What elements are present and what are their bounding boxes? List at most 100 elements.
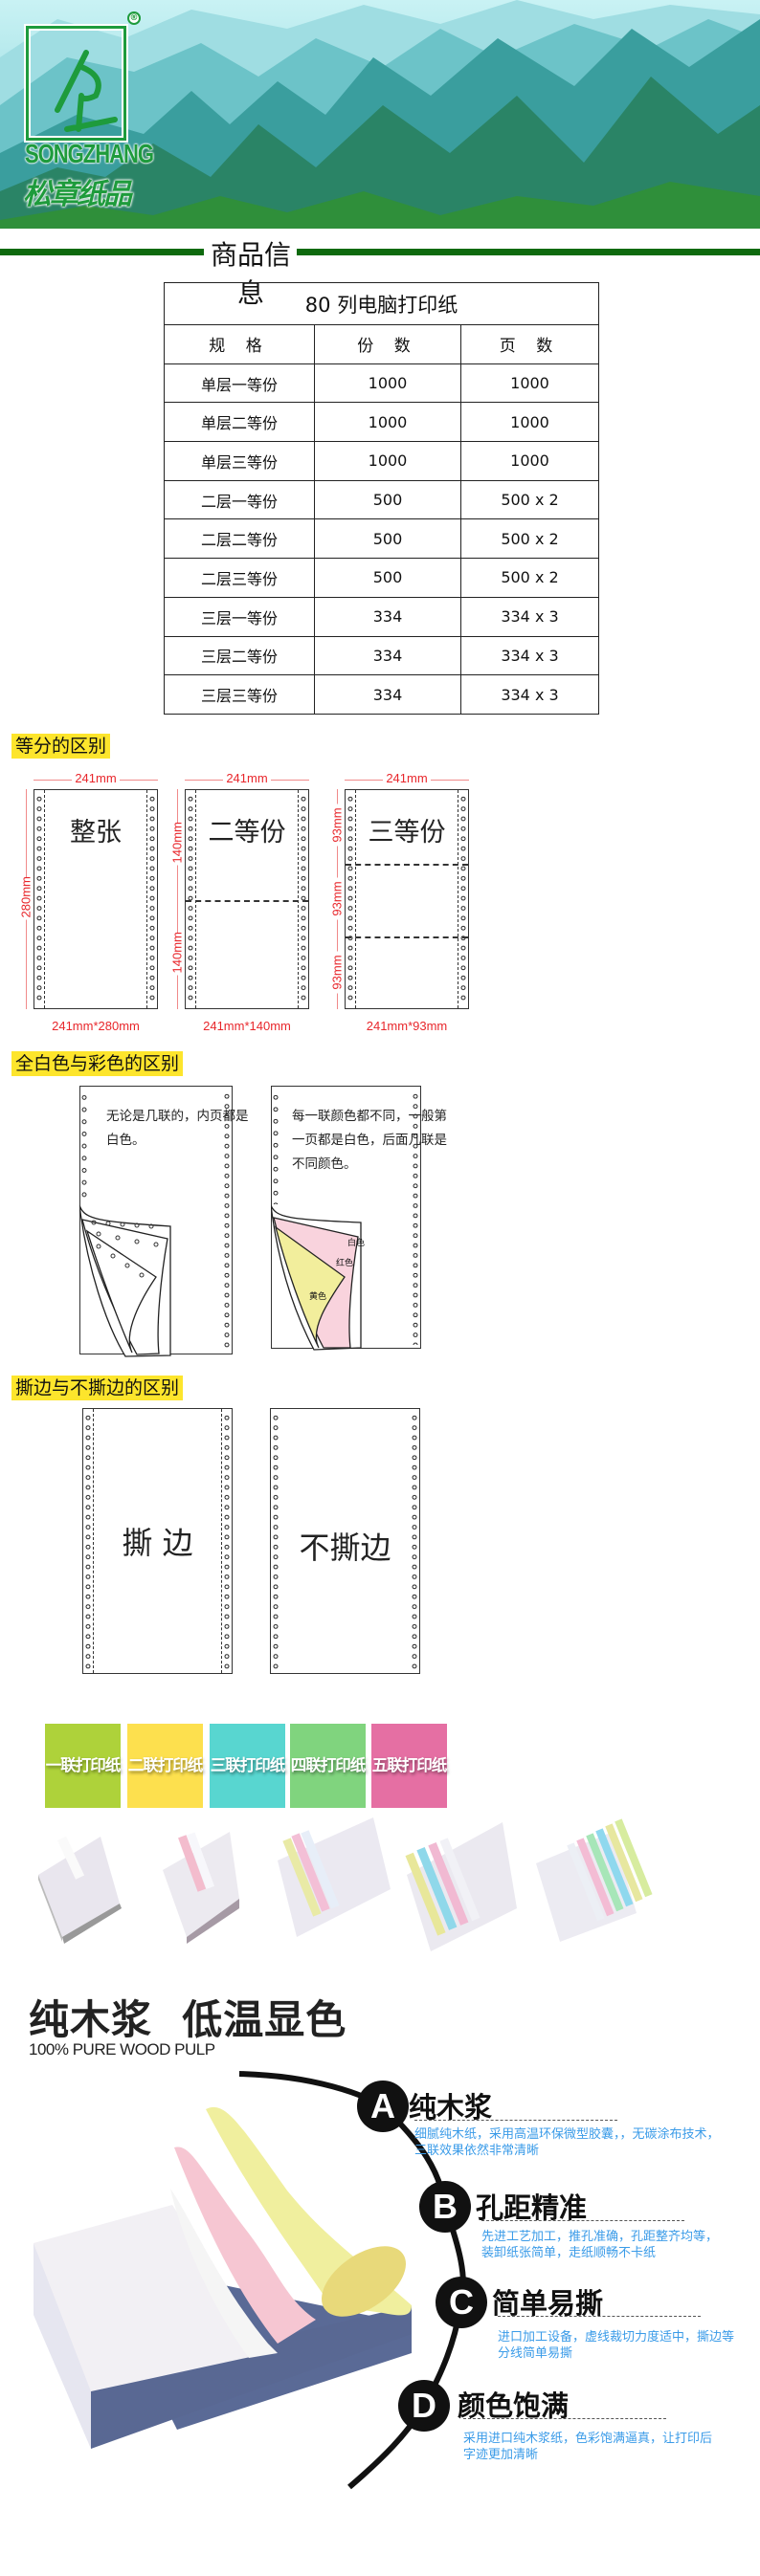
section-label-division: 等分的区别 <box>11 734 111 759</box>
feature-divider <box>481 2220 684 2221</box>
feature-badge-b: B <box>419 2181 471 2233</box>
untorn-edge-caption: 不撕边 <box>299 1530 391 1566</box>
cell-copies: 500 <box>314 479 461 520</box>
table-title: 80 列电脑打印纸 <box>164 282 599 325</box>
product-photo-and-arc <box>34 2071 466 2490</box>
section-label-color: 全白色与彩色的区别 <box>11 1051 184 1076</box>
note-line: 每一联颜色都不同，一般第 <box>292 1109 447 1124</box>
sheet-caption: 整张 <box>70 818 122 848</box>
cell-pages: 500 x 2 <box>460 558 599 598</box>
width-dimension-label: 241mm <box>223 771 271 785</box>
torn-edge-sheet: 撕 边 <box>82 1408 233 1674</box>
height-dimension-label: 140mm <box>169 931 185 975</box>
cell-pages: 334 x 3 <box>460 635 599 676</box>
untorn-edge-sheet: 不撕边 <box>270 1408 420 1674</box>
ply-type-tile: 四联打印纸 <box>290 1724 366 1808</box>
brand-name-cn: 松章纸品 <box>23 178 132 211</box>
feature-title: 纯木浆 <box>409 2091 493 2124</box>
cell-copies: 500 <box>314 518 461 560</box>
feature-description: 装卸纸张简单，走纸顺畅不卡纸 <box>481 2246 657 2260</box>
colored-paper-diagram: 每一联颜色都不同，一般第 一页都是白色，后面几联是 不同颜色。 白色 红色 黄色 <box>271 1086 447 1351</box>
ply-type-tile: 一联打印纸 <box>45 1724 121 1808</box>
cell-spec: 单层一等份 <box>164 363 315 404</box>
feature-title: 简单易撕 <box>492 2287 604 2320</box>
registered-mark: ® <box>127 11 141 25</box>
brand-name-en: SONGZHANG <box>25 138 154 168</box>
divider-left <box>0 249 204 255</box>
cell-copies: 334 <box>314 674 461 715</box>
cell-spec: 三层二等份 <box>164 635 315 676</box>
note-line: 白色。 <box>106 1133 145 1148</box>
size-label: 241mm*93mm <box>366 1019 448 1033</box>
cell-pages: 334 x 3 <box>460 674 599 715</box>
feature-divider <box>414 2120 617 2121</box>
feature-title: 孔距精准 <box>476 2191 588 2224</box>
cell-pages: 1000 <box>460 402 599 443</box>
perforation-line <box>186 900 308 902</box>
feature-description: 三联效果依然非常清晰 <box>414 2144 540 2158</box>
cell-spec: 二层一等份 <box>164 479 315 520</box>
column-header-pages: 页 数 <box>460 324 599 364</box>
feature-badge-d: D <box>398 2380 450 2432</box>
column-header-spec: 规 格 <box>164 324 315 364</box>
ply-product-photos <box>34 1817 723 1961</box>
height-dimension-label: 93mm <box>329 951 345 994</box>
width-dimension-label: 241mm <box>383 771 431 785</box>
note-line: 无论是几联的，内页都是 <box>106 1109 249 1124</box>
cell-spec: 单层三等份 <box>164 441 315 481</box>
cell-spec: 二层三等份 <box>164 558 315 598</box>
cell-copies: 500 <box>314 558 461 598</box>
feature-badge-a: A <box>357 2081 409 2132</box>
divider-right <box>297 249 760 255</box>
feature-description: 字迹更加清晰 <box>463 2448 539 2462</box>
cell-pages: 500 x 2 <box>460 479 599 520</box>
sheet-caption: 三等份 <box>368 818 446 848</box>
cell-copies: 1000 <box>314 441 461 481</box>
cell-spec: 三层一等份 <box>164 596 315 637</box>
perforation-line <box>346 863 468 866</box>
note-line: 不同颜色。 <box>292 1156 357 1172</box>
white-paper-note: 无论是几联的，内页都是 白色。 <box>106 1105 249 1153</box>
column-header-copies: 份 数 <box>314 324 461 364</box>
feature-description: 先进工艺加工，推孔准确，孔距整齐均等， <box>481 2230 719 2244</box>
cell-pages: 1000 <box>460 363 599 404</box>
white-paper-diagram: 无论是几联的，内页都是 白色。 <box>79 1086 249 1357</box>
height-dimension-label: 93mm <box>329 804 345 847</box>
division-sheet: 三等份 <box>345 789 469 1009</box>
layer-label-yellow: 黄色 <box>309 1292 327 1302</box>
height-dimension-line <box>177 789 178 1009</box>
height-dimension-label: 93mm <box>329 877 345 920</box>
ply-photos-illustration <box>38 1817 653 1951</box>
mountain-landscape-image <box>0 0 760 229</box>
curled-colored-pages-illustration <box>271 1204 362 1351</box>
cell-spec: 三层三等份 <box>164 674 315 715</box>
ply-type-tile: 五联打印纸 <box>371 1724 447 1808</box>
cell-copies: 1000 <box>314 402 461 443</box>
division-sheet: 整张 <box>34 789 158 1009</box>
size-label: 241mm*280mm <box>52 1019 140 1033</box>
size-label: 241mm*140mm <box>203 1019 291 1033</box>
feature-description: 分线简单易撕 <box>498 2346 573 2361</box>
colored-paper-note: 每一联颜色都不同，一般第 一页都是白色，后面几联是 不同颜色。 <box>292 1105 447 1177</box>
feature-divider <box>463 2418 666 2419</box>
height-dimension-label: 140mm <box>169 821 185 865</box>
feature-divider <box>498 2316 701 2317</box>
feature-title: 颜色饱满 <box>458 2389 570 2422</box>
logo-calligraphy-icon <box>55 50 118 132</box>
layer-label-white: 白色 <box>347 1239 366 1248</box>
cell-pages: 500 x 2 <box>460 518 599 560</box>
section-label-edge: 撕边与不撕边的区别 <box>11 1376 184 1400</box>
width-dimension-label: 241mm <box>72 771 120 785</box>
feature-description: 采用进口纯木浆纸，色彩饱满逼真，让打印后 <box>463 2432 713 2446</box>
cell-spec: 二层二等份 <box>164 518 315 560</box>
note-line: 一页都是白色，后面几联是 <box>292 1133 447 1148</box>
ply-type-tile: 二联打印纸 <box>127 1724 203 1808</box>
features-subtitle: 100% PURE WOOD PULP <box>29 2040 215 2059</box>
